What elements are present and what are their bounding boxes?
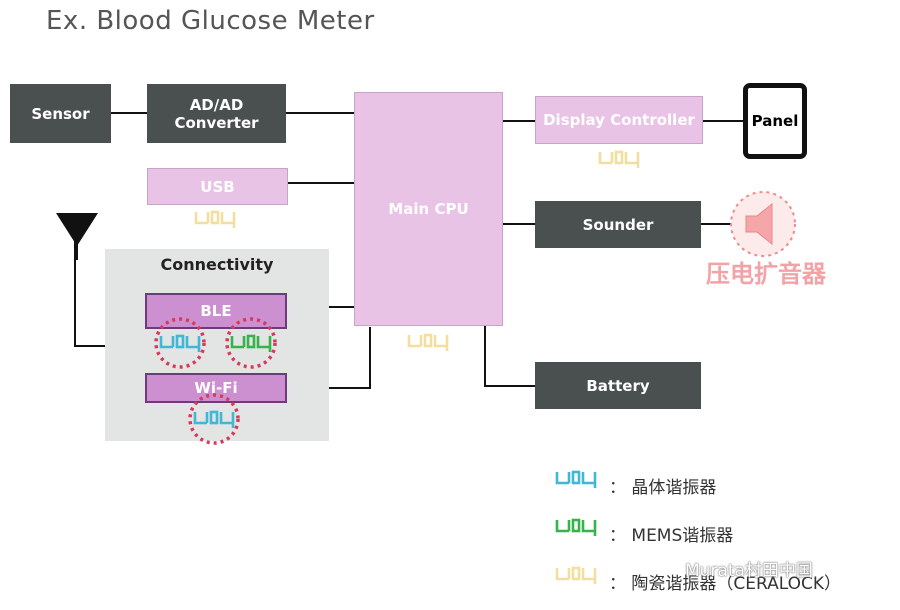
connectivity-group (105, 249, 329, 441)
wifi-block: Wi-Fi (145, 373, 287, 403)
watermark: Murata村田中国 (685, 561, 813, 581)
adc-label-line1: AD/AD (189, 95, 244, 114)
speaker-icon (730, 191, 796, 257)
legend-ceramic-text: ： 陶瓷谐振器（CERALOCK） (609, 574, 842, 594)
legend-ceramic-icon (555, 566, 597, 586)
ceramic-resonator-cpu-icon (407, 333, 449, 353)
legend-crystal-text: ： 晶体谐振器 (609, 478, 717, 498)
panel-block: Panel (743, 83, 807, 159)
usb-block: USB (147, 168, 288, 205)
connectivity-label: Connectivity (160, 255, 274, 274)
crystal-resonator-ble-icon (159, 334, 201, 354)
wifi-label: Wi-Fi (194, 379, 238, 397)
highlight-circle (225, 317, 277, 369)
highlight-circle (154, 317, 206, 369)
display-controller-block: Display Controller (535, 96, 703, 144)
antenna-icon (56, 213, 98, 260)
panel-label: Panel (751, 112, 799, 130)
legend-mems-text: ： MEMS谐振器 (609, 526, 734, 546)
ceramic-resonator-display-icon (598, 150, 640, 170)
sounder-label: Sounder (582, 215, 654, 234)
main-cpu-label: Main CPU (388, 200, 469, 218)
battery-block: Battery (535, 362, 701, 409)
ceramic-resonator-usb-icon (194, 210, 236, 230)
usb-label: USB (200, 177, 235, 196)
sounder-block: Sounder (535, 201, 701, 248)
crystal-resonator-wifi-icon (193, 410, 235, 430)
battery-label: Battery (586, 376, 650, 395)
highlight-circle (188, 393, 240, 445)
sensor-label: Sensor (31, 104, 90, 123)
mems-resonator-ble-icon (230, 334, 272, 354)
adc-block: AD/AD Converter (147, 84, 286, 143)
diagram-title: Ex. Blood Glucose Meter (46, 6, 375, 36)
main-cpu-block: Main CPU (354, 92, 503, 326)
legend-crystal-icon (555, 470, 597, 490)
adc-label-line2: Converter (174, 113, 259, 132)
sensor-block: Sensor (10, 84, 111, 143)
legend-mems-icon (555, 518, 597, 538)
ble-label: BLE (200, 302, 232, 320)
display-controller-label: Display Controller (543, 111, 695, 129)
piezo-buzzer-label: 压电扩音器 (706, 260, 826, 288)
